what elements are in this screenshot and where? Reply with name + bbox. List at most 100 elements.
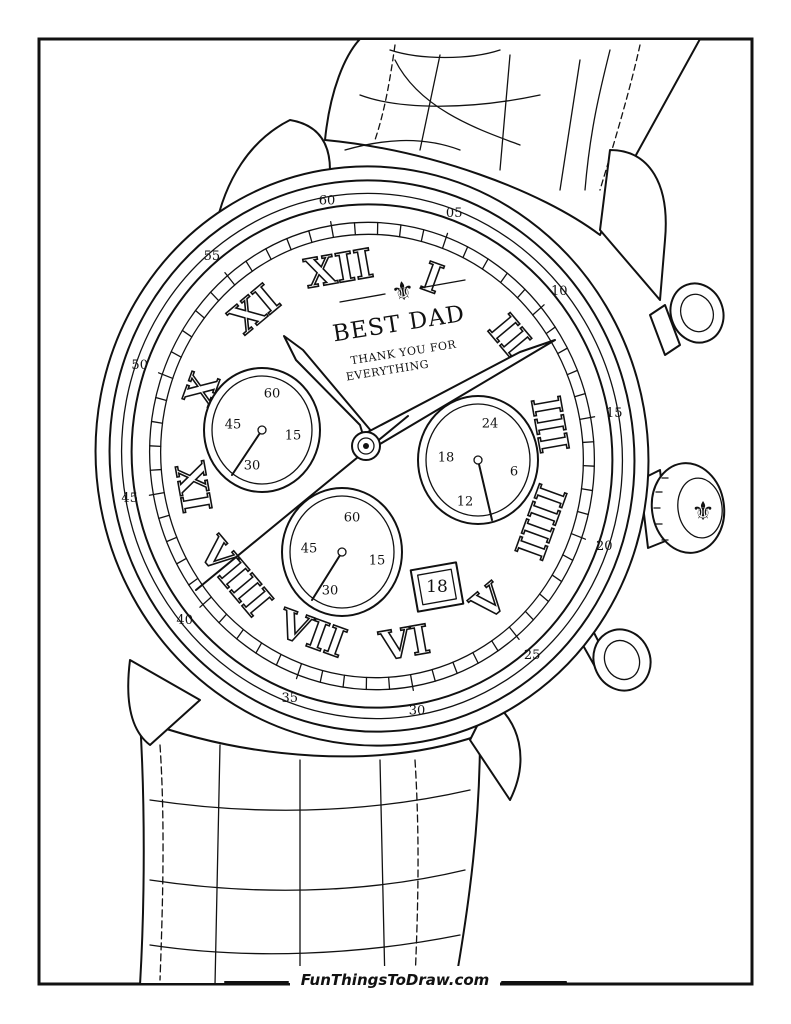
minute-tick [170,351,182,358]
minute-tick [508,626,520,641]
minute-tick [365,676,368,691]
crown: ⚜ [639,462,726,554]
minute-tick [532,304,545,316]
minute-tick [188,577,199,586]
minute-marker: 55 [204,249,221,264]
subdial-right-left: 18 [438,451,455,466]
minute-tick [582,441,595,444]
fleur-de-lis-icon: ⚜ [691,497,714,527]
minute-tick [245,260,253,272]
minute-tick [566,369,579,376]
minute-tick [539,593,550,603]
minute-marker: 30 [409,704,426,719]
minute-tick [481,258,489,270]
watch-strap-bottom [139,719,481,983]
minute-tick [286,237,292,251]
fleur-de-lis-icon: ⚜ [389,275,417,308]
subdial-left-top: 60 [264,387,281,402]
minute-tick [562,554,574,561]
minute-tick [441,232,449,249]
site-logo: FunThingsToDraw.com [224,966,567,996]
minute-marker: 25 [524,648,541,663]
minute-marker: 60 [319,193,336,208]
subdial-left-left: 45 [225,418,242,433]
minute-tick [524,610,535,621]
minute-tick [409,673,414,692]
minute-tick [580,488,594,492]
subdial-right-top: 24 [482,417,499,432]
watch-hands [195,335,556,591]
minute-tick [155,396,168,402]
minute-tick [576,510,589,516]
minute-tick [516,288,526,299]
minute-tick [319,669,324,683]
minute-marker: 05 [446,206,463,221]
minute-tick [224,271,236,286]
minute-tick [582,464,595,467]
minute-tick [158,514,171,520]
minute-marker: 10 [551,284,568,299]
minute-marker: 35 [282,691,299,706]
minute-marker: 40 [176,613,193,628]
minute-tick [236,628,245,640]
hour-numeral: IX [167,459,222,516]
minute-tick [551,574,563,583]
minute-tick [462,246,469,259]
date-value: 18 [426,577,448,597]
minute-tick [275,653,282,666]
minute-tick [165,536,178,543]
minute-tick [570,532,587,540]
minute-tick [353,222,357,236]
minute-tick [175,557,187,565]
minute-marker: 15 [606,406,623,421]
minute-tick [194,309,205,319]
minute-tick [431,668,436,682]
minute-marker: 20 [596,539,613,554]
subdial-bottom-top: 60 [344,511,361,526]
minute-tick [199,596,212,608]
subdial-bottom-bottom: 30 [322,584,339,599]
subdial-left-right: 15 [285,429,302,444]
minute-tick [376,221,379,236]
minute-marker: 45 [121,491,138,506]
minute-tick [218,613,228,624]
minute-tick [579,416,596,421]
minute-tick [472,651,479,664]
subdial-right-bottom: 12 [457,495,474,510]
minute-tick [209,291,220,302]
minute-tick [150,420,164,424]
subdial-left-bottom: 30 [244,459,261,474]
subdial-bottom-right: 15 [369,554,386,569]
minute-tick [420,229,425,243]
minute-tick [398,224,402,238]
subdial-right: 24 6 12 18 [417,395,539,525]
minute-tick [149,445,162,448]
minute-tick [499,272,508,284]
minute-tick [557,347,569,355]
minute-tick [330,220,335,239]
minute-tick [295,663,303,680]
minute-tick [342,674,346,688]
subdial-left: 60 15 30 45 [203,367,321,493]
minute-tick [157,372,174,380]
subdial-bottom: 60 15 30 45 [281,487,403,617]
top-pusher [649,282,725,356]
minute-marker: 50 [131,358,148,373]
minute-tick [308,230,313,244]
minute-tick [387,676,391,690]
hour-numeral: XII [301,240,377,298]
site-logo-text: FunThingsToDraw.com [301,971,490,989]
hour-numeral: VI [375,616,433,671]
subdial-right-right: 6 [510,465,518,480]
minute-tick [452,661,458,675]
minute-tick [181,329,193,338]
minute-tick [148,491,165,496]
subdial-bottom-left: 45 [301,542,318,557]
minute-tick [255,642,263,654]
dial-emblem: ⚜ [339,275,466,309]
minute-tick [573,392,586,398]
minute-tick [545,326,556,335]
minute-tick [491,640,499,652]
date-window: 18 [409,561,465,613]
